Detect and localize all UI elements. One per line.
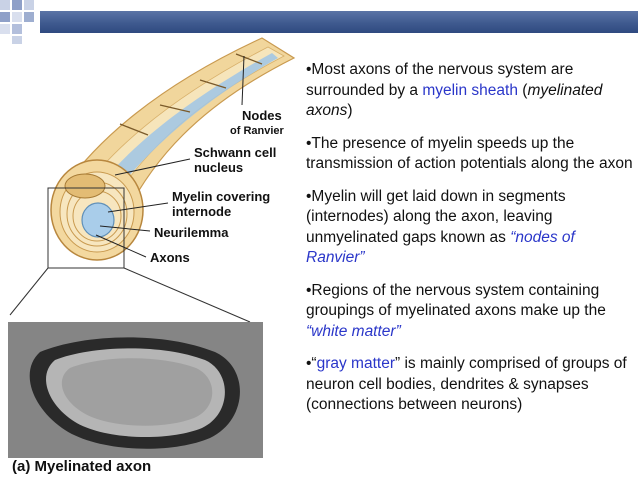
bullet-1: •Most axons of the nervous system are su… [306, 61, 603, 119]
label-of-ranvier: of Ranvier [230, 125, 284, 137]
label-schwann-cell: Schwann cell [194, 145, 277, 160]
label-schwann-nucleus: nucleus [194, 160, 244, 175]
bullet-5: •“gray matter” is mainly comprised of gr… [306, 355, 627, 413]
bullet-list: •Most axons of the nervous system are su… [306, 60, 634, 428]
label-nodes: Nodes [242, 108, 282, 123]
label-myelin-covering: Myelin covering [172, 189, 271, 204]
corner-squares-decoration [0, 0, 34, 44]
label-internode: internode [172, 204, 232, 219]
label-neurilemma: Neurilemma [154, 225, 229, 240]
bullet-2: •The presence of myelin speeds up the tr… [306, 134, 633, 173]
bullet-4: •Regions of the nervous system containin… [306, 281, 606, 340]
title-bar [40, 11, 638, 33]
bullet-3: •Myelin will get laid down in segments (… [306, 187, 575, 267]
figure-caption: (a) Myelinated axon [12, 458, 152, 475]
myelinated-axon-illustration [8, 37, 296, 458]
label-axons: Axons [150, 250, 190, 265]
